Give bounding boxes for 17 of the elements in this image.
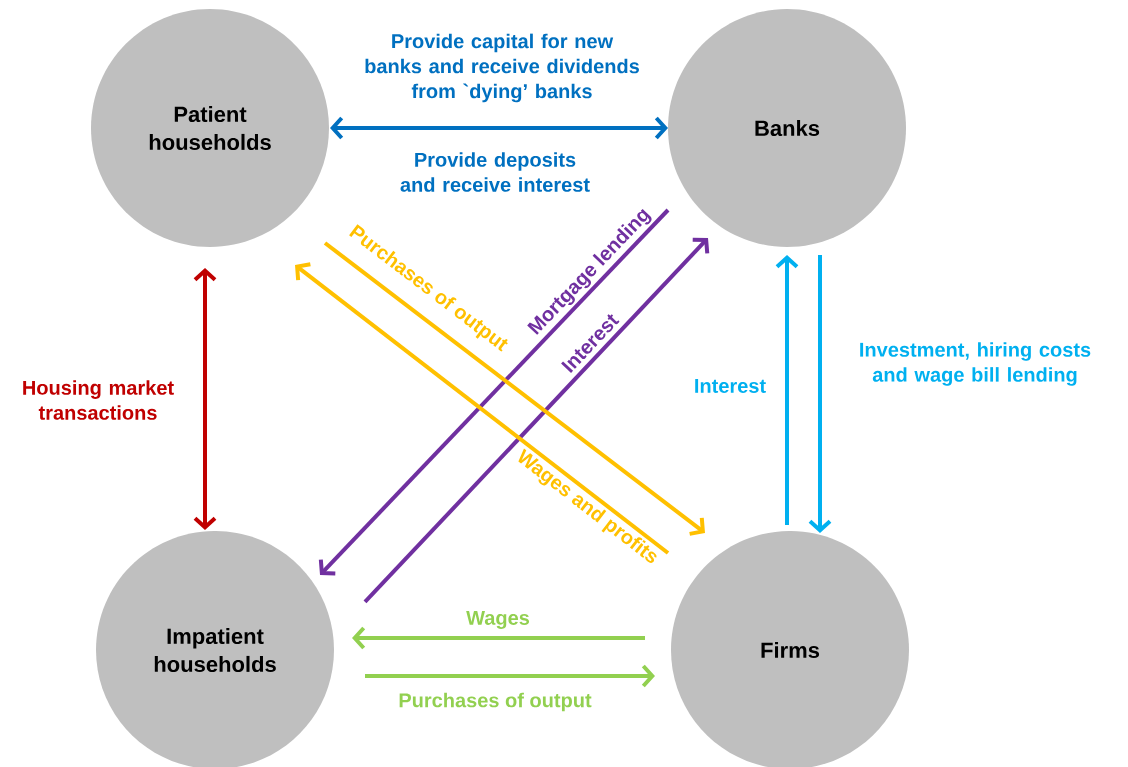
edge-label: Provide capital for new banks and receive dividends from `dying’ banks	[365, 33, 639, 103]
arrow	[775, 255, 799, 525]
edge-label: Investment, hiring costs and wage bill lending	[860, 342, 1091, 386]
edge-label: Housing market transactions	[23, 380, 174, 420]
arrow	[808, 255, 832, 533]
arrow	[318, 208, 670, 576]
arrow	[352, 626, 645, 650]
arrow	[193, 268, 217, 530]
arrow	[295, 262, 670, 555]
edge-label: Interest	[695, 379, 766, 393]
arrow	[363, 237, 710, 604]
flow-note: Provide deposits and receive interest	[400, 152, 590, 192]
edge-label: Wages	[466, 611, 530, 629]
arrow	[323, 241, 705, 536]
edge-label: Purchases of output	[399, 692, 592, 712]
arrow	[365, 664, 655, 688]
arrow	[330, 116, 668, 140]
